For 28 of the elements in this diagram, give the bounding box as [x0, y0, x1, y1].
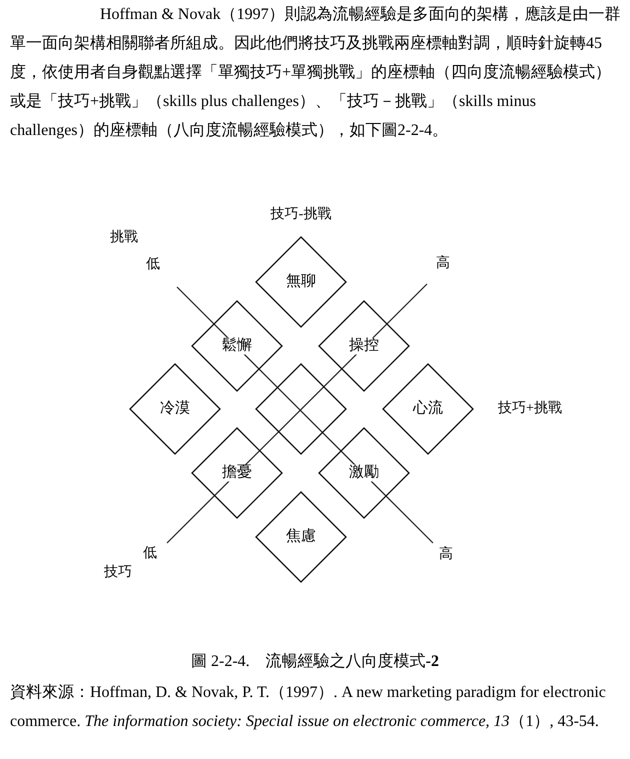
figure-caption: 圖 2-2-4. 流暢經驗之八向度模式-2 — [190, 652, 440, 672]
diamond-shape — [192, 301, 282, 391]
diamond-shape — [256, 364, 346, 454]
diamond-shape — [256, 237, 346, 327]
diamond-shape — [256, 492, 346, 582]
axis-end-label: 高 — [436, 256, 450, 272]
state-label: 焦慮 — [285, 528, 317, 546]
axis-end-label: 高 — [439, 547, 453, 563]
axis-label: 技巧+挑戰 — [498, 401, 562, 417]
body-paragraph: Hoffman & Novak（1997）則認為流暢經驗是多面向的架構，應該是由一群單一面向架構相關聯者所組成。因此他們將技巧及挑戰兩座標軸對調，順時針旋轉45度，依使用者自身觀點選擇「單獨技巧+單獨挑戰」的座標軸（四向度流暢經驗模式）或是「技巧+挑戰」（skills plus challenges）、「技巧－挑戰」（skills minus challenges）的座標軸（八向度流暢經驗模式），如下圖2-2-4。 — [10, 4, 622, 141]
axis-label: 技巧 — [104, 565, 132, 581]
axis-label: 技巧-挑戰 — [270, 207, 332, 223]
axis-label: 挑戰 — [110, 230, 138, 246]
diamond-shape — [319, 428, 409, 518]
state-label: 激勵 — [348, 464, 380, 482]
state-label: 心流 — [412, 400, 444, 418]
source-citation: 資料來源：Hoffman, D. & Novak, P. T.（1997）. A new marketing paradigm for electronic commerce. The information society: Special issue on electronic commerce, 13（1）, 43-54. — [10, 682, 607, 732]
state-label: 擔憂 — [221, 464, 253, 482]
state-label: 無聊 — [285, 274, 317, 290]
state-label: 操控 — [348, 338, 380, 354]
diamond-shape — [383, 364, 473, 454]
axis-end-label: 低 — [146, 257, 160, 273]
diamond-shape — [192, 428, 282, 518]
state-label: 冷漠 — [159, 400, 191, 418]
diamond-shape — [130, 364, 220, 454]
axis-end-label: 低 — [143, 546, 157, 562]
state-label: 鬆懈 — [221, 338, 253, 354]
diamond-shape — [319, 301, 409, 391]
